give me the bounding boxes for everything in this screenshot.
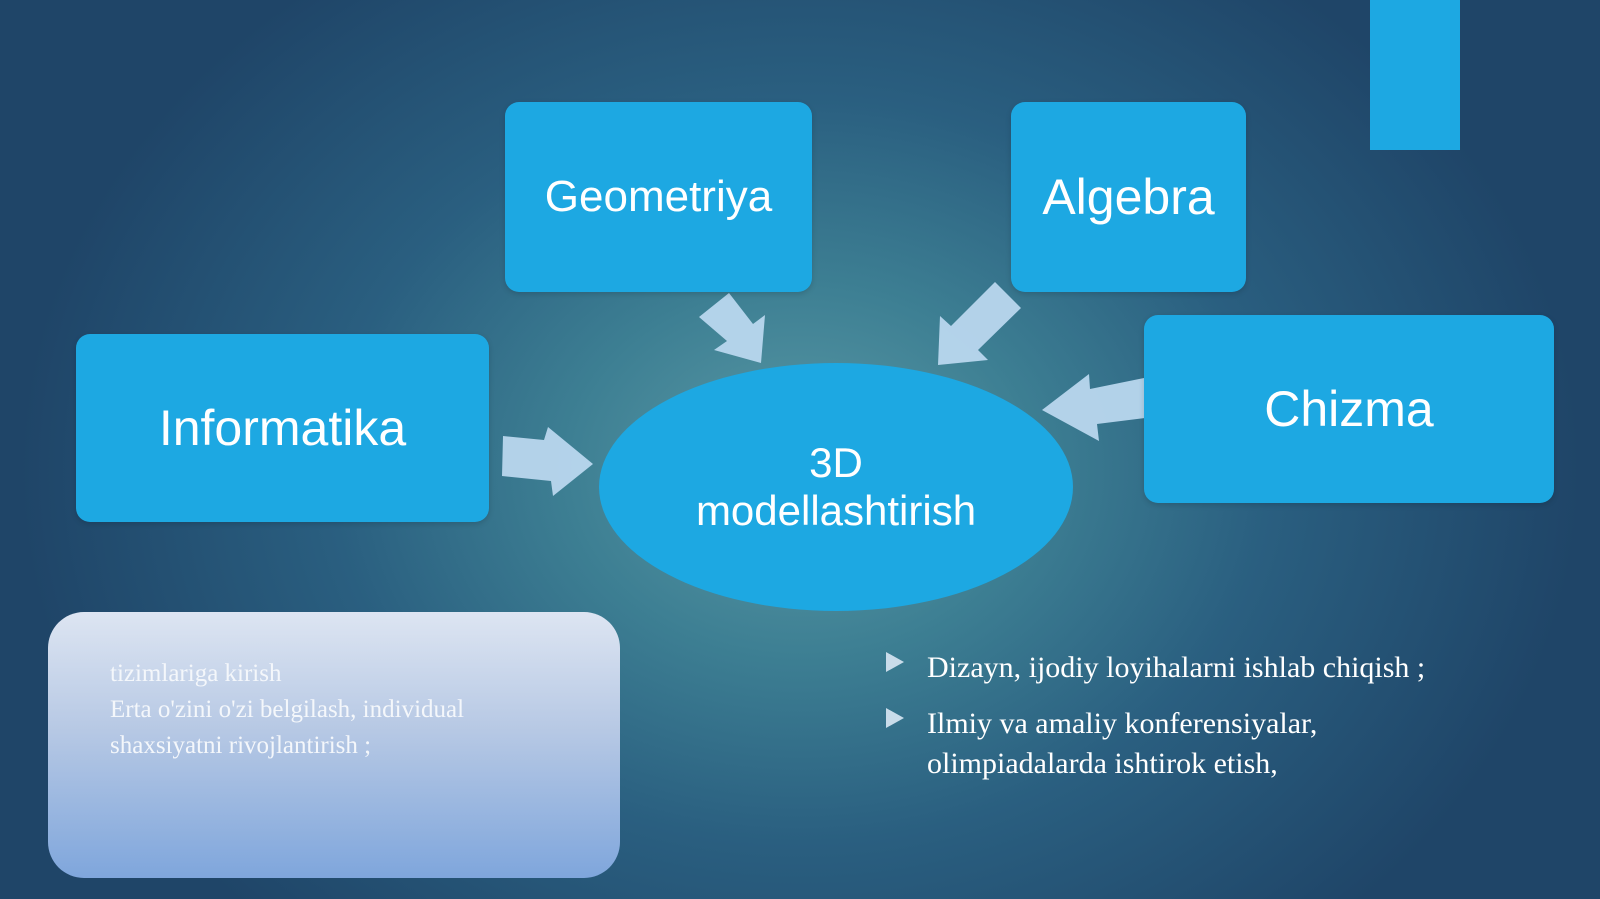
bullet-list: Dizayn, ijodiy loyihalarni ishlab chiqis… bbox=[884, 648, 1584, 800]
note-line: tizimlariga kirish bbox=[110, 660, 282, 687]
node-algebra-label: Algebra bbox=[1042, 169, 1215, 225]
node-informatika-label: Informatika bbox=[158, 400, 407, 456]
note-line: shaxsiyatni rivojlantirish ; bbox=[110, 732, 372, 759]
arrow-algebra-icon bbox=[938, 282, 1021, 365]
center-node-3d-modellashtirish: 3D modellashtirish bbox=[599, 363, 1073, 611]
triangle-right-icon bbox=[886, 652, 904, 672]
bullet-text: Ilmiy va amaliy konferensiyalar, olimpia… bbox=[927, 707, 1318, 780]
node-chizma-label: Chizma bbox=[1264, 381, 1434, 437]
bullet-item: Ilmiy va amaliy konferensiyalar, olimpia… bbox=[884, 704, 1407, 784]
node-geometriya: Geometriya bbox=[505, 102, 812, 292]
triangle-right-icon bbox=[886, 708, 904, 728]
bullet-text: Dizayn, ijodiy loyihalarni ishlab chiqis… bbox=[927, 651, 1426, 684]
arrow-geometriya-icon bbox=[699, 293, 765, 363]
node-chizma: Chizma bbox=[1144, 315, 1554, 503]
arrow-informatika-icon bbox=[502, 427, 593, 496]
center-node-line2: modellashtirish bbox=[695, 487, 977, 534]
node-informatika: Informatika bbox=[76, 334, 489, 522]
note-line: Erta o'zini o'zi belgilash, individual bbox=[110, 696, 465, 723]
arrow-chizma-icon bbox=[1042, 374, 1145, 441]
bullet-item: Dizayn, ijodiy loyihalarni ishlab chiqis… bbox=[884, 648, 1584, 688]
note-box: tizimlariga kirish Erta o'zini o'zi belg… bbox=[48, 612, 620, 878]
node-algebra: Algebra bbox=[1011, 102, 1246, 292]
center-node-line1: 3D bbox=[809, 439, 863, 486]
node-geometriya-label: Geometriya bbox=[544, 172, 773, 221]
corner-accent-bar bbox=[1370, 0, 1460, 150]
